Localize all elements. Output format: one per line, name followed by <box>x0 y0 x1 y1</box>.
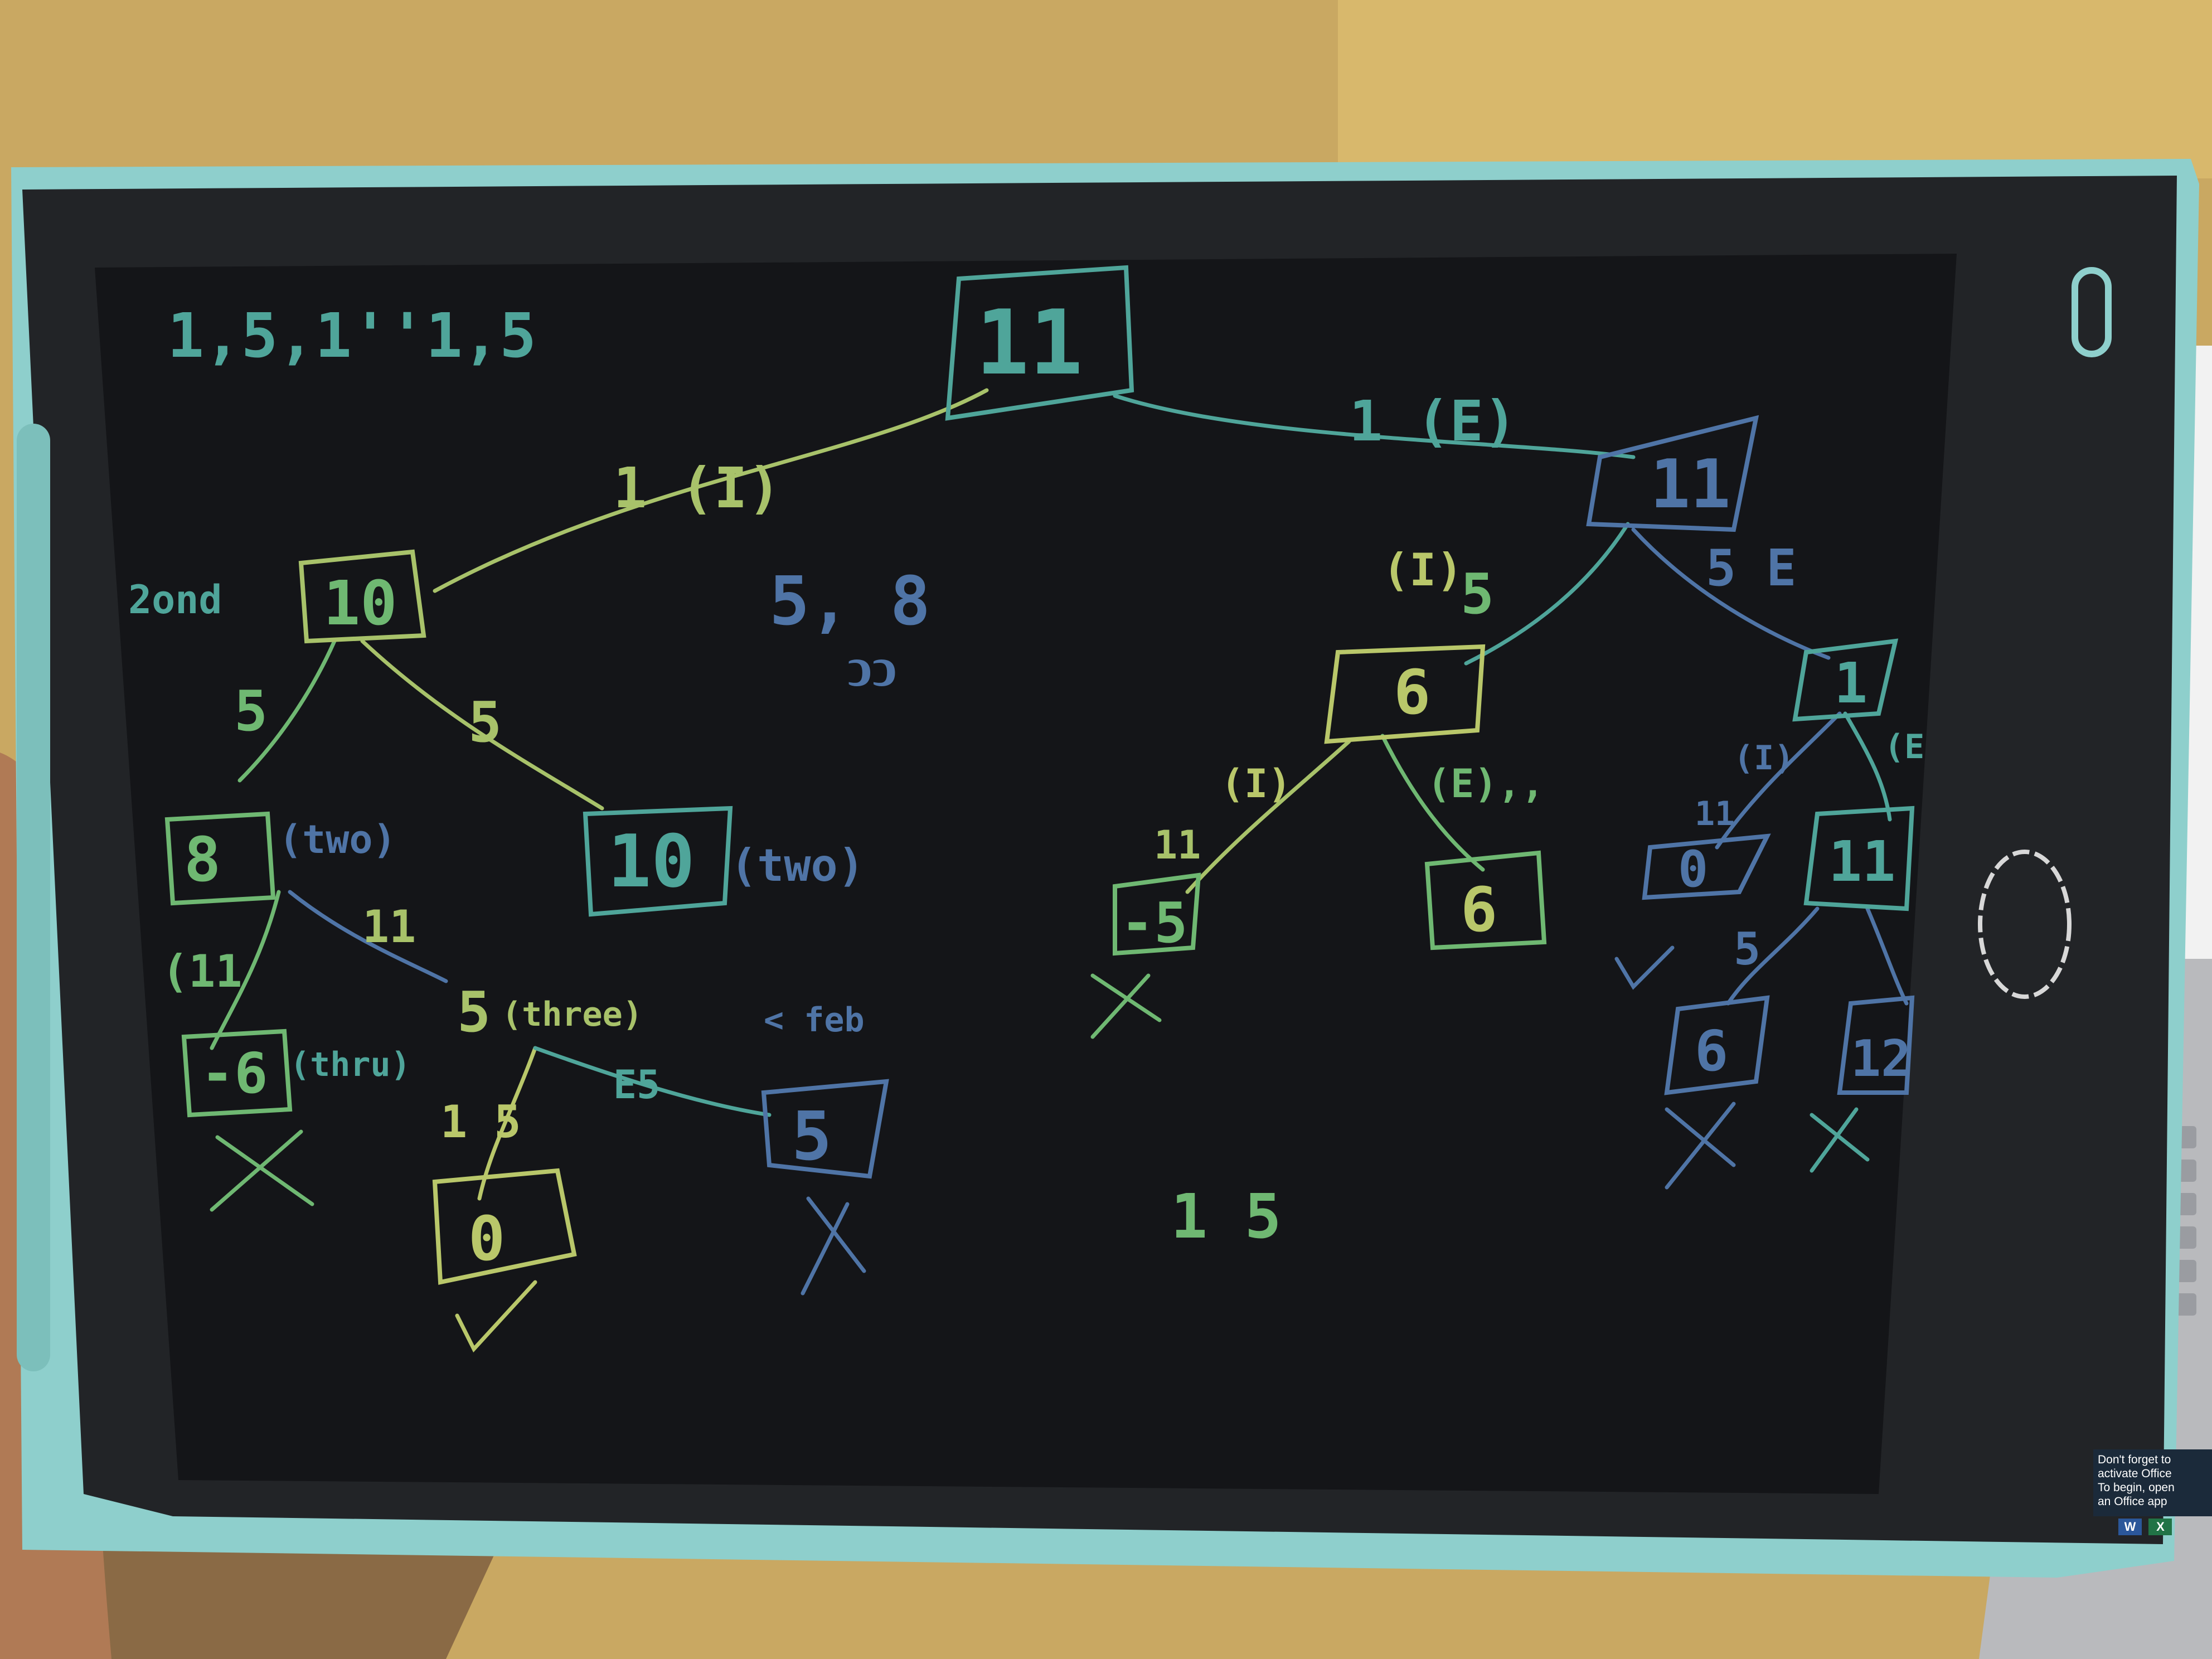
wall-right-area <box>1338 0 2212 178</box>
word-icon[interactable]: W <box>2118 1519 2142 1535</box>
branch-5-a: 5 <box>234 678 268 744</box>
bottom-note: 1 5 <box>1171 1181 1282 1252</box>
toast-app-badges: W X <box>2118 1519 2176 1535</box>
mid-scribble-bottom: ↄↄ <box>847 634 897 699</box>
mark-11-a: 11 <box>362 901 416 953</box>
tree-edges <box>210 388 1909 1201</box>
mid-scribble-top: 5, 8 <box>769 563 930 641</box>
node-0-left-value: 0 <box>468 1203 505 1274</box>
label-e-right: (E <box>1884 727 1924 767</box>
toast-line-2: activate Office <box>2098 1467 2172 1480</box>
right-edge-label: 1 (E) <box>1349 389 1517 454</box>
excel-icon[interactable]: X <box>2148 1519 2172 1535</box>
label-15: 1 5 <box>440 1096 521 1148</box>
branch-5-b: 5 <box>468 690 502 755</box>
erase-button-icon[interactable] <box>1978 850 2072 999</box>
chair-back <box>0 1539 502 1659</box>
decision-marks <box>210 945 1870 1353</box>
node-5-mid-value: 5 <box>457 979 491 1045</box>
node-6a-value: 6 <box>1394 657 1430 728</box>
node-neg5-value: -5 <box>1120 890 1187 955</box>
office-activation-toast[interactable]: Don't forget to activate Office To begin… <box>2093 1449 2212 1516</box>
node-10b-tag: (two) <box>730 840 865 891</box>
node-0-right-value: 0 <box>1678 840 1708 899</box>
node-neg6-tag: (thru) <box>290 1045 411 1084</box>
node-1-value: 1 <box>1834 651 1867 716</box>
left-node-value: 10 <box>323 567 397 639</box>
toast-line-1: Don't forget to <box>2098 1453 2171 1466</box>
left-node-tag: 2ond <box>128 577 222 623</box>
node-6b-value: 6 <box>1461 874 1497 945</box>
mark-11-d: 11 <box>1695 794 1735 833</box>
label-5e: 5 E <box>1706 539 1797 598</box>
node-8-tag: (two) <box>279 817 396 862</box>
tablet-handle-slot <box>17 424 50 1371</box>
node-5-box-value: 5 <box>792 1098 832 1176</box>
toast-line-4: an Office app <box>2098 1495 2167 1508</box>
mark-11-c: 11 <box>1154 822 1201 868</box>
label-e-small: (E),, <box>1427 761 1545 807</box>
label-5-r2: 5 <box>1734 923 1760 975</box>
right-node-value: 11 <box>1650 446 1731 523</box>
handwriting: 1,5,1''1,5 11 1 (I) 1 (E) 2ond 10 5, 8 ↄ… <box>128 290 1924 1274</box>
left-edge-label: 1 (I) <box>613 455 781 521</box>
node-8-value: 8 <box>184 824 221 895</box>
header-note: 1,5,1''1,5 <box>167 300 536 371</box>
node-5-mid-tag: (three) <box>502 995 643 1034</box>
node-12-value: 12 <box>1851 1030 1911 1088</box>
power-button[interactable] <box>2072 267 2112 357</box>
toast-line-3: To begin, open <box>2098 1481 2175 1494</box>
node-6c-value: 6 <box>1695 1018 1728 1084</box>
note-feb: < feb <box>764 1001 865 1040</box>
node-neg6-value: -6 <box>201 1041 268 1106</box>
label-i5: (I) <box>1382 544 1463 596</box>
node-11-small-value: 11 <box>1828 829 1895 894</box>
label-e5: E5 <box>613 1062 660 1108</box>
mark-11-b: (11 <box>162 945 242 997</box>
label-5-right1: 5 <box>1461 561 1494 627</box>
label-i-right: (I) <box>1734 739 1794 778</box>
label-i-small: (I) <box>1221 761 1291 807</box>
node-10b-value: 10 <box>608 819 695 904</box>
tree-node-boxes <box>164 265 1915 1285</box>
root-node-value: 11 <box>976 290 1083 395</box>
